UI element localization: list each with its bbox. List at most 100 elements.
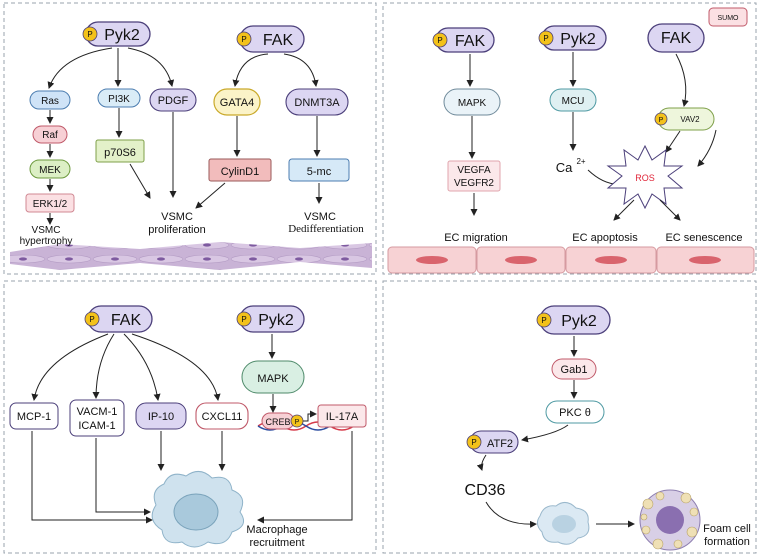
arrow <box>95 438 151 516</box>
vsmc-proliferation-line1: VSMC <box>161 211 193 223</box>
gab1-node: Gab1 <box>551 358 597 380</box>
tl-pyk2-node: P Pyk2 <box>82 21 151 47</box>
bl-pyk2-label: Pyk2 <box>258 312 294 329</box>
foam-cell-line1: Foam cell <box>703 523 751 535</box>
arrow <box>31 333 109 401</box>
p70s6-node: p70S6 <box>95 139 145 163</box>
arrow <box>31 431 153 524</box>
icam1-label: ICAM-1 <box>78 420 115 432</box>
vegfr2-label: VEGFR2 <box>454 178 494 189</box>
erk-label: ERK1/2 <box>33 199 68 210</box>
phospho-label: P <box>543 34 548 43</box>
macrophage-recruitment-line2: recruitment <box>249 537 304 549</box>
cxcl11-label: CXCL11 <box>202 411 243 423</box>
vacm-icam-node: VACM-1 ICAM-1 <box>69 399 125 437</box>
gata4-node: GATA4 <box>213 88 261 116</box>
panel-vsmc <box>3 2 377 275</box>
bl-mapk-node: MAPK <box>241 360 305 394</box>
bl-fak-node: P FAK <box>84 305 153 333</box>
gab1-label: Gab1 <box>561 364 588 376</box>
cd36-label: CD36 <box>465 482 506 499</box>
sumo-label: SUMO <box>718 15 740 22</box>
ros-burst: ROS <box>606 144 684 210</box>
arrow <box>92 333 115 399</box>
arrow <box>283 53 319 87</box>
il17a-node: IL-17A <box>317 404 367 428</box>
arrow <box>129 163 151 199</box>
tr-fak1-label: FAK <box>455 33 486 50</box>
phospho-label: P <box>241 35 246 44</box>
pdgf-label: PDGF <box>158 95 189 107</box>
ras-node: Ras <box>29 90 71 110</box>
macrophage-small <box>536 502 590 545</box>
raf-label: Raf <box>42 130 58 141</box>
atf2-node: P ATF2 <box>466 430 519 454</box>
arrow <box>257 431 353 524</box>
creb-node: CREB P <box>261 412 304 430</box>
phospho-label: P <box>471 438 476 447</box>
raf-node: Raf <box>32 125 68 144</box>
tr-mapk-label: MAPK <box>458 98 487 109</box>
promoter-arrow <box>303 410 317 422</box>
p70s6-label: p70S6 <box>104 147 136 159</box>
bl-fak-label: FAK <box>111 312 142 329</box>
ec-senescence-label: EC senescence <box>665 232 742 244</box>
arrow <box>47 47 113 89</box>
cxcl11-node: CXCL11 <box>195 402 249 430</box>
endothelial-layer <box>387 246 755 274</box>
arrow <box>675 53 689 107</box>
macrophage-recruitment-line1: Macrophage <box>246 524 307 536</box>
cylind1-node: CylinD1 <box>208 158 272 182</box>
pi3k-node: PI3K <box>97 88 141 108</box>
tl-pyk2-label: Pyk2 <box>104 27 140 44</box>
tr-fak2-node: FAK <box>647 23 705 53</box>
phospho-label: P <box>659 117 664 124</box>
tr-pyk2-label: Pyk2 <box>560 31 596 48</box>
arrow <box>613 199 635 221</box>
arrow <box>659 199 681 221</box>
tr-mapk-node: MAPK <box>443 88 501 116</box>
bl-pyk2-node: P Pyk2 <box>236 305 305 333</box>
arrow <box>485 501 537 528</box>
arrow <box>127 47 175 87</box>
arrow <box>232 53 269 87</box>
ras-label: Ras <box>41 96 59 107</box>
ros-label: ROS <box>635 173 655 183</box>
arrow <box>665 130 681 153</box>
vsmc-dediff-line1: VSMC <box>304 211 336 223</box>
ip10-label: IP-10 <box>148 411 174 423</box>
tl-fak-label: FAK <box>263 32 294 49</box>
mek-node: MEK <box>29 159 71 179</box>
5mc-label: 5-mc <box>307 166 332 178</box>
dnmt3a-label: DNMT3A <box>294 97 340 109</box>
gata4-label: GATA4 <box>220 97 254 109</box>
creb-label: CREB <box>265 417 290 427</box>
sumo-tag: SUMO <box>708 7 748 27</box>
mcu-node: MCU <box>549 88 597 112</box>
macrophage-cell <box>151 471 245 548</box>
vav2-node: P VAV2 <box>654 107 715 131</box>
erk-node: ERK1/2 <box>25 193 75 213</box>
pdgf-node: PDGF <box>149 88 197 112</box>
ec-apoptosis-label: EC apoptosis <box>572 232 638 244</box>
tl-fak-node: P FAK <box>236 25 305 53</box>
mcp1-node: MCP-1 <box>9 402 59 430</box>
ec-migration-label: EC migration <box>444 232 508 244</box>
mcu-label: MCU <box>562 96 585 107</box>
ip10-node: IP-10 <box>135 402 187 430</box>
cylind1-label: CylinD1 <box>221 166 260 178</box>
dnmt3a-node: DNMT3A <box>285 88 349 116</box>
pi3k-label: PI3K <box>108 94 130 105</box>
phospho-label: P <box>541 316 546 325</box>
phospho-label: P <box>87 30 92 39</box>
vsmc-dediff-line2: Dedifferentiation <box>288 223 364 235</box>
phospho-label: P <box>241 315 246 324</box>
calcium-charge: 2+ <box>576 157 585 166</box>
tr-fak1-node: P FAK <box>432 27 495 53</box>
vav2-label: VAV2 <box>680 115 700 124</box>
arrow <box>123 333 161 401</box>
vacm1-label: VACM-1 <box>77 406 118 418</box>
arrow <box>476 454 487 471</box>
